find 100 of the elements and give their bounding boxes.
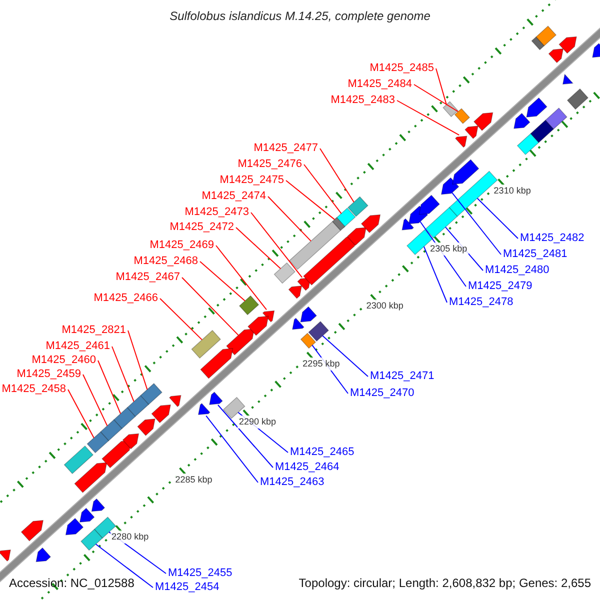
gene-label: M1425_2479 bbox=[468, 280, 532, 293]
genome-summary-text: Topology: circular; Length: 2,608,832 bp; Genes: 2,655 bbox=[298, 575, 591, 591]
leader-line bbox=[128, 330, 148, 390]
accession-text: Accession: NC_012588 bbox=[9, 575, 134, 591]
gene-block bbox=[347, 196, 368, 217]
gene-block bbox=[126, 395, 150, 418]
gene-block bbox=[274, 262, 296, 284]
gene-block bbox=[113, 407, 136, 430]
gene-block bbox=[222, 396, 246, 419]
leader-line bbox=[320, 148, 354, 203]
gene-label: M1425_2465 bbox=[290, 446, 354, 459]
gene-feature bbox=[226, 328, 255, 356]
gene-block bbox=[64, 445, 94, 474]
gene-feature bbox=[91, 498, 106, 512]
leader-line bbox=[322, 335, 368, 377]
gene-block bbox=[80, 528, 103, 551]
gene-feature bbox=[122, 433, 140, 450]
gene-label: M1425_2483 bbox=[330, 94, 395, 107]
leader-line bbox=[414, 84, 459, 112]
leader-line bbox=[216, 245, 268, 310]
gene-label: M1425_2463 bbox=[260, 476, 324, 489]
leader-line bbox=[217, 404, 274, 468]
gene-feature bbox=[74, 462, 108, 494]
gene-label: M1425_2459 bbox=[16, 368, 81, 381]
gene-block bbox=[191, 330, 221, 359]
leader-line bbox=[304, 164, 342, 214]
leader-line bbox=[82, 374, 108, 426]
scale-label: 2290 kbp bbox=[238, 415, 277, 428]
gene-block bbox=[531, 36, 545, 50]
gene-label: M1425_2466 bbox=[94, 292, 158, 305]
gene-feature bbox=[418, 194, 440, 215]
scale-label: 2280 kbp bbox=[110, 530, 150, 544]
scale-label: 2305 kbp bbox=[429, 242, 468, 255]
gene-label: M1425_2470 bbox=[350, 387, 414, 400]
gene-label: M1425_2484 bbox=[348, 78, 412, 91]
gene-label: M1425_2464 bbox=[275, 461, 340, 474]
gene-feature bbox=[464, 126, 478, 140]
gene-label: M1425_2461 bbox=[46, 340, 110, 353]
gene-block bbox=[332, 217, 346, 231]
gene-label: M1425_2480 bbox=[485, 264, 550, 277]
leader-line bbox=[68, 389, 94, 438]
gene-feature bbox=[454, 136, 468, 148]
gene-feature bbox=[20, 520, 44, 542]
leader-line bbox=[236, 227, 282, 270]
gene-block bbox=[300, 332, 316, 349]
gene-feature bbox=[402, 218, 414, 230]
leader-line bbox=[286, 180, 336, 220]
gene-feature bbox=[288, 286, 302, 299]
gene-block bbox=[288, 221, 341, 270]
leader-line bbox=[182, 277, 239, 336]
gene-block bbox=[442, 101, 458, 118]
leader-line bbox=[98, 360, 122, 414]
gene-block bbox=[425, 206, 458, 238]
gene-feature bbox=[440, 177, 460, 195]
scale-label: 2295 kbp bbox=[302, 358, 341, 371]
gene-feature bbox=[65, 518, 84, 536]
gene-block bbox=[536, 26, 557, 46]
gene-label: M1425_2467 bbox=[116, 271, 180, 284]
leader-line bbox=[452, 192, 502, 255]
gene-feature bbox=[102, 440, 132, 468]
gene-feature bbox=[558, 36, 577, 54]
leader-line bbox=[436, 68, 447, 106]
gene-feature bbox=[79, 508, 95, 523]
gene-feature bbox=[526, 97, 548, 118]
gene-feature bbox=[346, 227, 367, 246]
gene-label: M1425_2469 bbox=[150, 239, 214, 252]
scale-label: 2310 kbp bbox=[492, 184, 532, 198]
leader-line bbox=[112, 346, 134, 402]
leader-line bbox=[396, 100, 460, 136]
gene-label: M1425_2468 bbox=[134, 255, 198, 268]
gene-label: M1425_2477 bbox=[254, 142, 318, 155]
gene-feature bbox=[360, 214, 381, 234]
gene-block bbox=[516, 133, 540, 156]
gene-block bbox=[140, 382, 162, 405]
gene-block bbox=[238, 295, 260, 316]
gene-feature bbox=[303, 236, 357, 286]
leader-line bbox=[160, 298, 203, 340]
gene-label: M1425_2472 bbox=[170, 221, 234, 234]
gene-block bbox=[530, 120, 554, 143]
gene-feature bbox=[151, 404, 171, 424]
title: Sulfolobus islandicus M.14.25, complete genome bbox=[170, 9, 430, 23]
leader-line bbox=[476, 198, 518, 239]
gene-feature bbox=[262, 310, 275, 322]
leader-line bbox=[95, 544, 154, 588]
gene-block bbox=[308, 321, 329, 342]
gene-feature bbox=[137, 418, 156, 436]
gene-feature bbox=[562, 74, 574, 85]
gene-feature bbox=[548, 48, 564, 64]
gene-feature bbox=[473, 112, 494, 131]
gene-label: M1425_2475 bbox=[220, 174, 284, 187]
gene-label: M1425_2454 bbox=[155, 581, 220, 594]
gene-label: M1425_2481 bbox=[503, 248, 568, 261]
scale-label: 2300 kbp bbox=[365, 300, 404, 313]
gene-feature bbox=[209, 392, 223, 405]
gene-label: M1425_2455 bbox=[168, 567, 232, 580]
gene-block bbox=[86, 431, 110, 454]
gene-feature bbox=[0, 550, 11, 562]
gene-label: M1425_2482 bbox=[520, 232, 584, 245]
leader-line bbox=[268, 196, 312, 242]
gene-feature bbox=[36, 547, 52, 562]
